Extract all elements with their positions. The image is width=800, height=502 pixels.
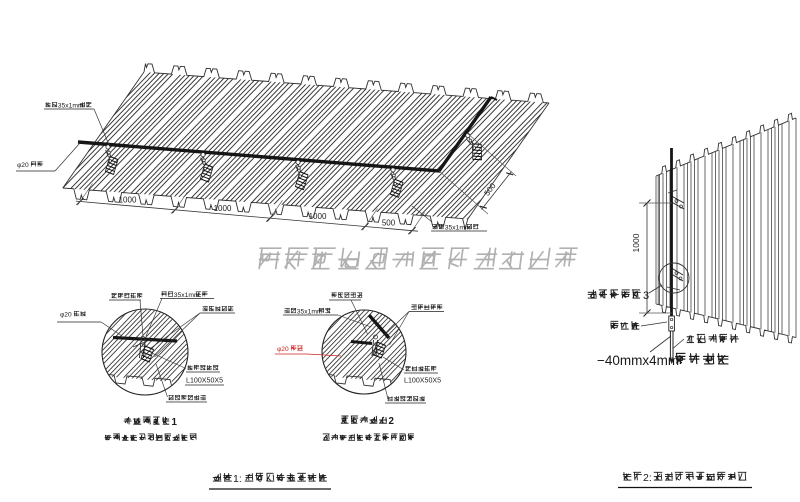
svg-text:φ20: φ20 (60, 312, 72, 319)
svg-text:1:: 1: (233, 473, 242, 485)
svg-text:2:: 2: (643, 472, 652, 484)
svg-text:2: 2 (389, 416, 395, 427)
svg-text:1: 1 (172, 417, 178, 428)
svg-text:L100X50X5: L100X50X5 (404, 377, 441, 385)
svg-text:35x1mm: 35x1mm (174, 292, 200, 299)
svg-text:3: 3 (643, 290, 649, 302)
svg-text:−40mmx4mm: −40mmx4mm (597, 353, 679, 368)
svg-text:L100X50X5: L100X50X5 (186, 377, 223, 385)
svg-text:1000: 1000 (214, 204, 232, 213)
svg-text:35x1mm: 35x1mm (58, 103, 84, 110)
svg-text:φ20: φ20 (277, 346, 289, 353)
svg-text:φ20: φ20 (17, 162, 29, 169)
svg-text:1000: 1000 (631, 233, 641, 252)
svg-text:35x1mm: 35x1mm (445, 225, 471, 232)
svg-text:1000: 1000 (119, 196, 137, 205)
svg-text:1000: 1000 (309, 212, 327, 221)
svg-text:500: 500 (382, 218, 396, 227)
svg-text:35x1mm: 35x1mm (297, 309, 323, 316)
